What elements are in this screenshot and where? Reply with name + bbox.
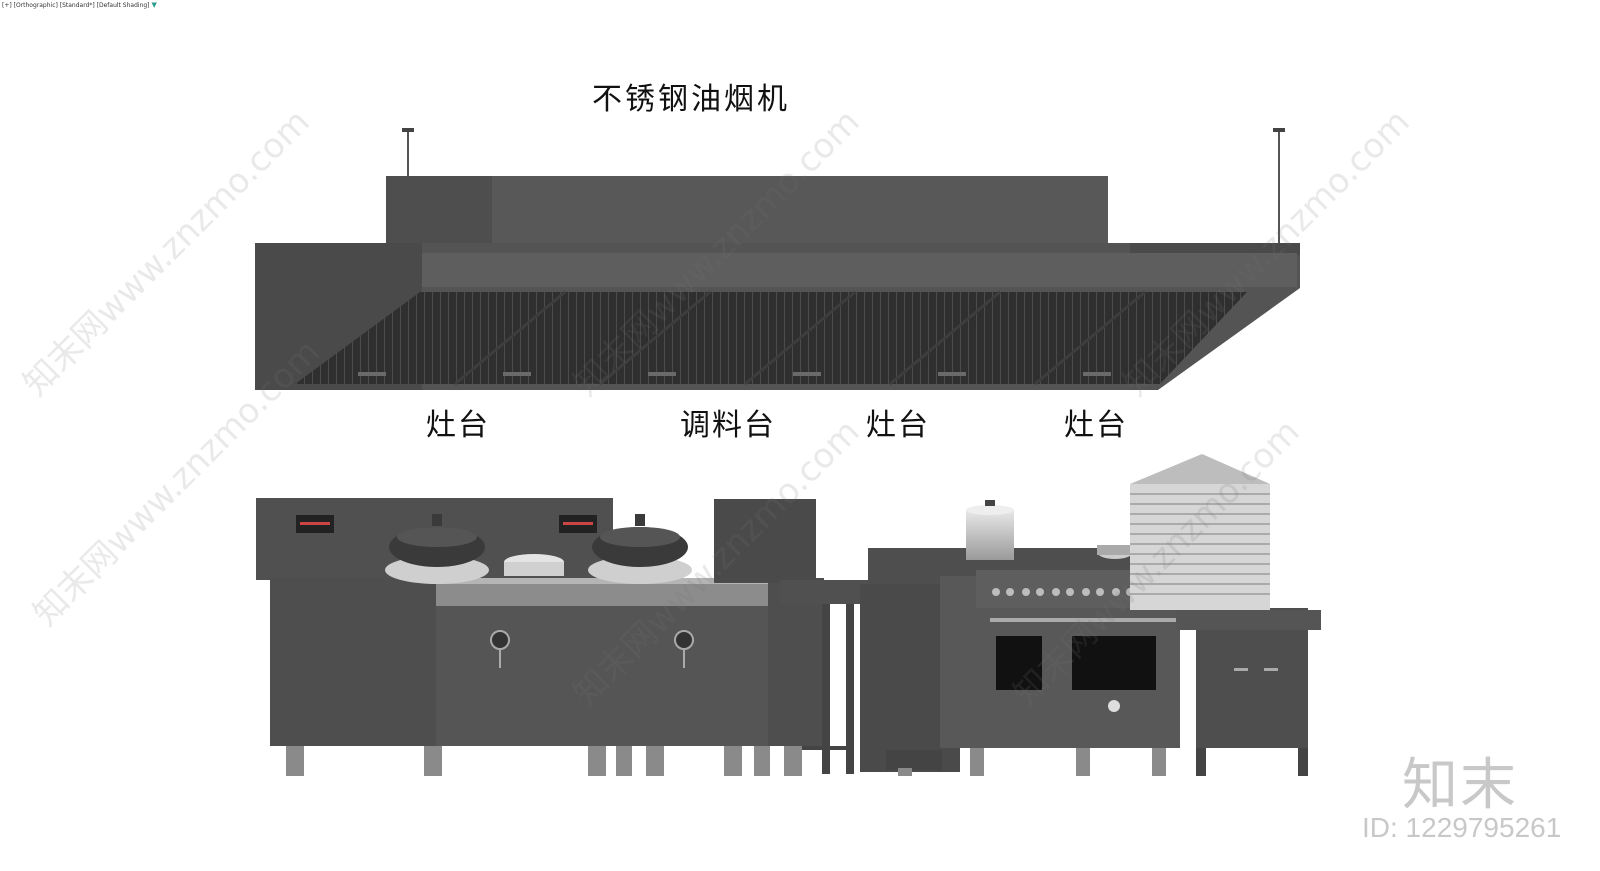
station-label-seasoning: 调料台: [680, 408, 776, 443]
station-label-stove-3: 灶台: [1064, 408, 1128, 443]
station-label-stove-2: 灶台: [866, 408, 930, 443]
wok-station: [256, 498, 824, 776]
filter-triangle-icon[interactable]: ▼: [151, 1, 157, 9]
viewport-label[interactable]: [+] [Orthographic] [Standard*] [Default …: [2, 1, 157, 9]
range-hood: [255, 128, 1300, 390]
brand-logo: 知末: [1402, 753, 1518, 818]
hood-hanger-right: [1273, 128, 1285, 244]
asset-id: ID: 1229795261: [1362, 812, 1562, 843]
hood-title: 不锈钢油烟机: [592, 82, 790, 117]
steamer-cabinet: [1130, 454, 1321, 776]
viewport-label-text[interactable]: [+] [Orthographic] [Standard*] [Default …: [2, 2, 150, 9]
station-label-stove-1: 灶台: [426, 408, 490, 443]
